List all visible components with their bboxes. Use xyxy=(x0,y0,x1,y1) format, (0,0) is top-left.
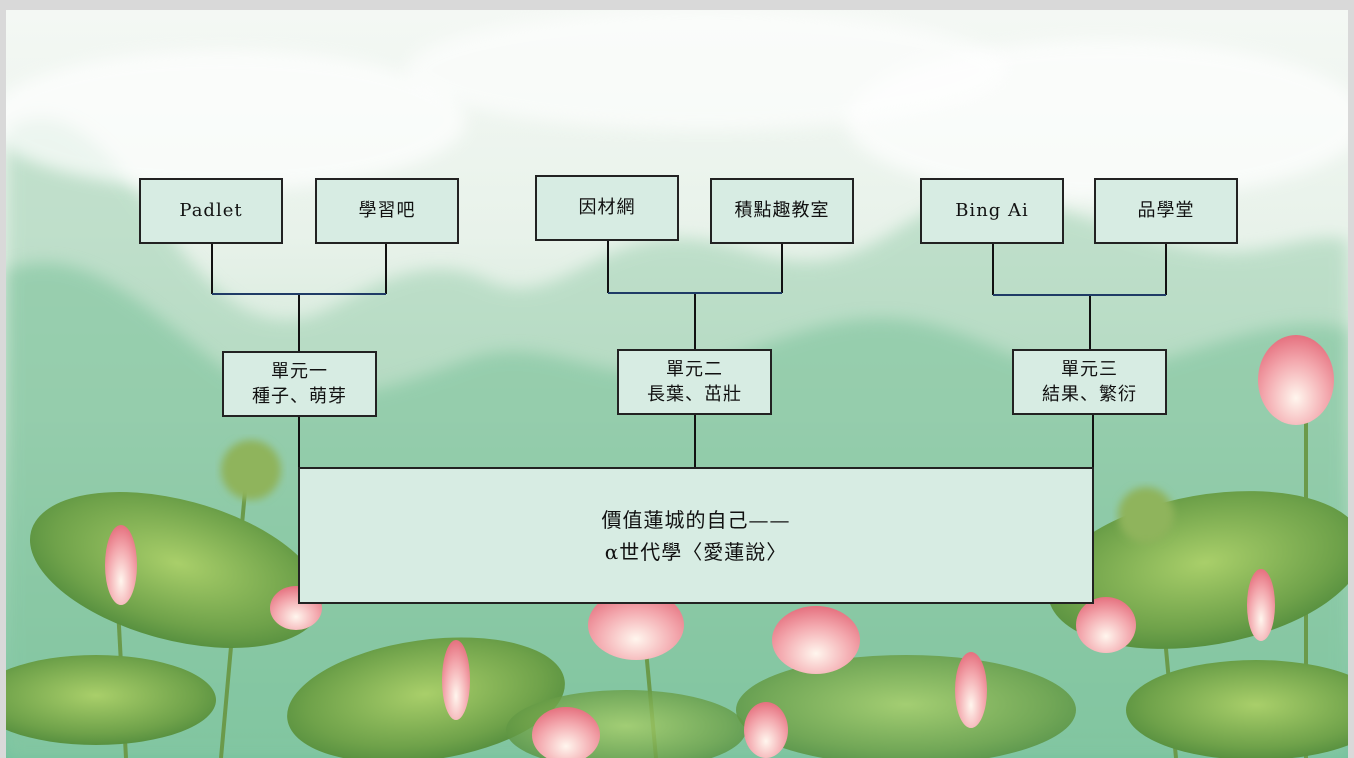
tool-box-jidian: 積點趣教室 xyxy=(710,178,854,244)
tool-label-bing: Bing Ai xyxy=(955,200,1029,222)
central-theme-box: 價值蓮城的自己—— α世代學〈愛蓮說〉 xyxy=(298,467,1094,604)
unit-2-subtitle: 長葉、茁壯 xyxy=(647,384,742,405)
tool-box-padlet: Padlet xyxy=(139,178,283,244)
central-theme-line-2: α世代學〈愛蓮說〉 xyxy=(604,539,788,564)
slide: Padlet 學習吧 因材網 積點趣教室 Bing Ai 品學堂 單元一 種子、… xyxy=(6,10,1348,758)
tool-label-yincaiwang: 因材網 xyxy=(578,197,636,219)
tool-label-xuexiba: 學習吧 xyxy=(358,200,416,222)
tool-box-xuexiba: 學習吧 xyxy=(315,178,459,244)
unit-3-title: 單元三 xyxy=(1061,358,1118,380)
unit-1-subtitle: 種子、萌芽 xyxy=(252,386,347,407)
unit-3-subtitle: 結果、繁衍 xyxy=(1042,384,1137,405)
tool-label-padlet: Padlet xyxy=(179,200,243,222)
unit-box-1: 單元一 種子、萌芽 xyxy=(222,351,377,417)
unit-2-title: 單元二 xyxy=(666,358,723,380)
tool-box-bing: Bing Ai xyxy=(920,178,1064,244)
unit-1-title: 單元一 xyxy=(271,360,328,382)
lotus-pond xyxy=(6,335,1348,758)
central-theme-line-1: 價值蓮城的自己—— xyxy=(601,507,791,532)
unit-box-2: 單元二 長葉、茁壯 xyxy=(617,349,772,415)
unit-box-3: 單元三 結果、繁衍 xyxy=(1012,349,1167,415)
tool-box-pinxuetang: 品學堂 xyxy=(1094,178,1238,244)
tool-label-pinxuetang: 品學堂 xyxy=(1137,200,1195,222)
tool-label-jidian: 積點趣教室 xyxy=(734,200,830,222)
tool-box-yincaiwang: 因材網 xyxy=(535,175,679,241)
